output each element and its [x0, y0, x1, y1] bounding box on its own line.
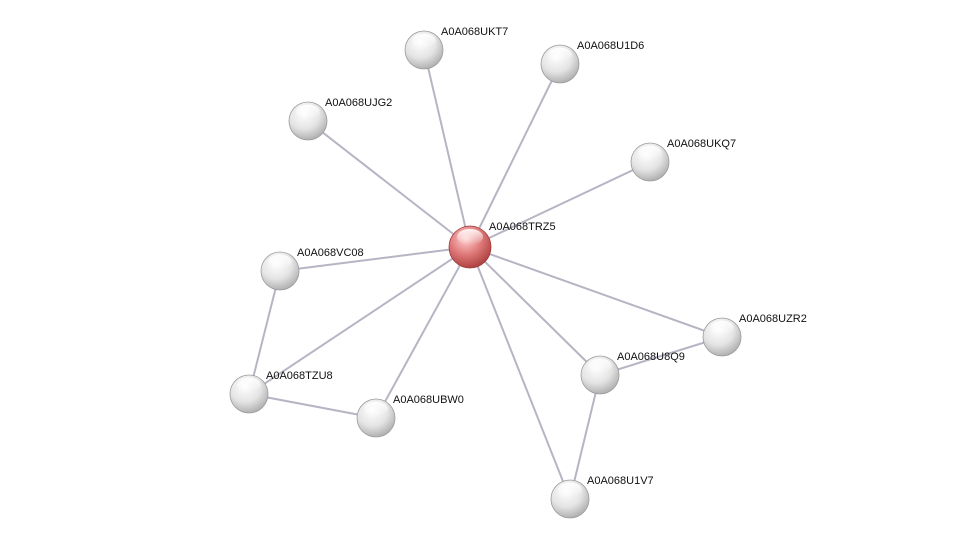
- edges-layer: [248, 49, 723, 500]
- node-A0A068UBW0[interactable]: A0A068UBW0: [356, 394, 464, 438]
- node-A0A068UJG2[interactable]: A0A068UJG2: [288, 97, 392, 141]
- nodes-layer: A0A068TRZ5 A0A068UKT7A0A068U1D6A0A068UJG2…: [229, 26, 807, 519]
- edge-A0A068TRZ5-A0A068U8Q9: [469, 246, 601, 376]
- edge-A0A068TRZ5-A0A068UKQ7: [469, 161, 651, 248]
- node-highlight: [364, 401, 388, 417]
- node-A0A068U1V7[interactable]: A0A068U1V7: [550, 475, 654, 519]
- edge-A0A068TRZ5-A0A068UBW0: [375, 246, 471, 419]
- node-label: A0A068UZR2: [739, 313, 807, 325]
- node-A0A068UZR2[interactable]: A0A068UZR2: [702, 313, 807, 357]
- node-A0A068U1D6[interactable]: A0A068U1D6: [540, 40, 644, 84]
- node-highlight: [237, 377, 261, 393]
- node-highlight: [588, 358, 612, 374]
- edge-A0A068U8Q9-A0A068UZR2: [599, 336, 723, 376]
- node-label: A0A068TZU8: [266, 370, 333, 382]
- node-highlight: [456, 228, 484, 245]
- node-highlight: [412, 33, 436, 49]
- node-highlight: [558, 482, 582, 498]
- node-label: A0A068U1D6: [577, 40, 644, 52]
- edge-A0A068TRZ5-A0A068UZR2: [469, 246, 723, 338]
- node-label: A0A068UKQ7: [667, 138, 736, 150]
- node-highlight: [710, 320, 734, 336]
- node-label: A0A068VC08: [297, 247, 364, 259]
- edge-A0A068TRZ5-A0A068U1V7: [469, 246, 571, 500]
- node-highlight: [548, 47, 572, 63]
- node-A0A068U8Q9[interactable]: A0A068U8Q9: [580, 351, 685, 395]
- node-label: A0A068UBW0: [393, 394, 464, 406]
- node-label: A0A068UKT7: [441, 26, 508, 38]
- edge-A0A068TRZ5-A0A068UJG2: [307, 120, 471, 248]
- edge-A0A068TZU8-A0A068UBW0: [248, 393, 377, 419]
- node-A0A068VC08[interactable]: A0A068VC08: [260, 247, 364, 291]
- node-label: A0A068U8Q9: [617, 351, 685, 363]
- node-highlight: [296, 104, 320, 120]
- node-A0A068UKT7[interactable]: A0A068UKT7: [404, 26, 508, 70]
- node-label: A0A068U1V7: [587, 475, 654, 487]
- node-A0A068TRZ5[interactable]: A0A068TRZ5: [448, 221, 556, 269]
- edge-A0A068TRZ5-A0A068VC08: [279, 246, 471, 272]
- edge-A0A068TRZ5-A0A068U1D6: [469, 63, 561, 248]
- node-highlight: [268, 254, 292, 270]
- node-label: A0A068TRZ5: [489, 221, 556, 233]
- node-A0A068TZU8[interactable]: A0A068TZU8: [229, 370, 333, 414]
- node-label: A0A068UJG2: [325, 97, 392, 109]
- edge-A0A068VC08-A0A068TZU8: [248, 270, 281, 395]
- edge-A0A068TRZ5-A0A068UKT7: [423, 49, 471, 248]
- edge-A0A068TRZ5-A0A068TZU8: [248, 246, 471, 395]
- edge-A0A068U8Q9-A0A068U1V7: [569, 374, 601, 500]
- node-A0A068UKQ7[interactable]: A0A068UKQ7: [630, 138, 736, 182]
- node-highlight: [638, 145, 662, 161]
